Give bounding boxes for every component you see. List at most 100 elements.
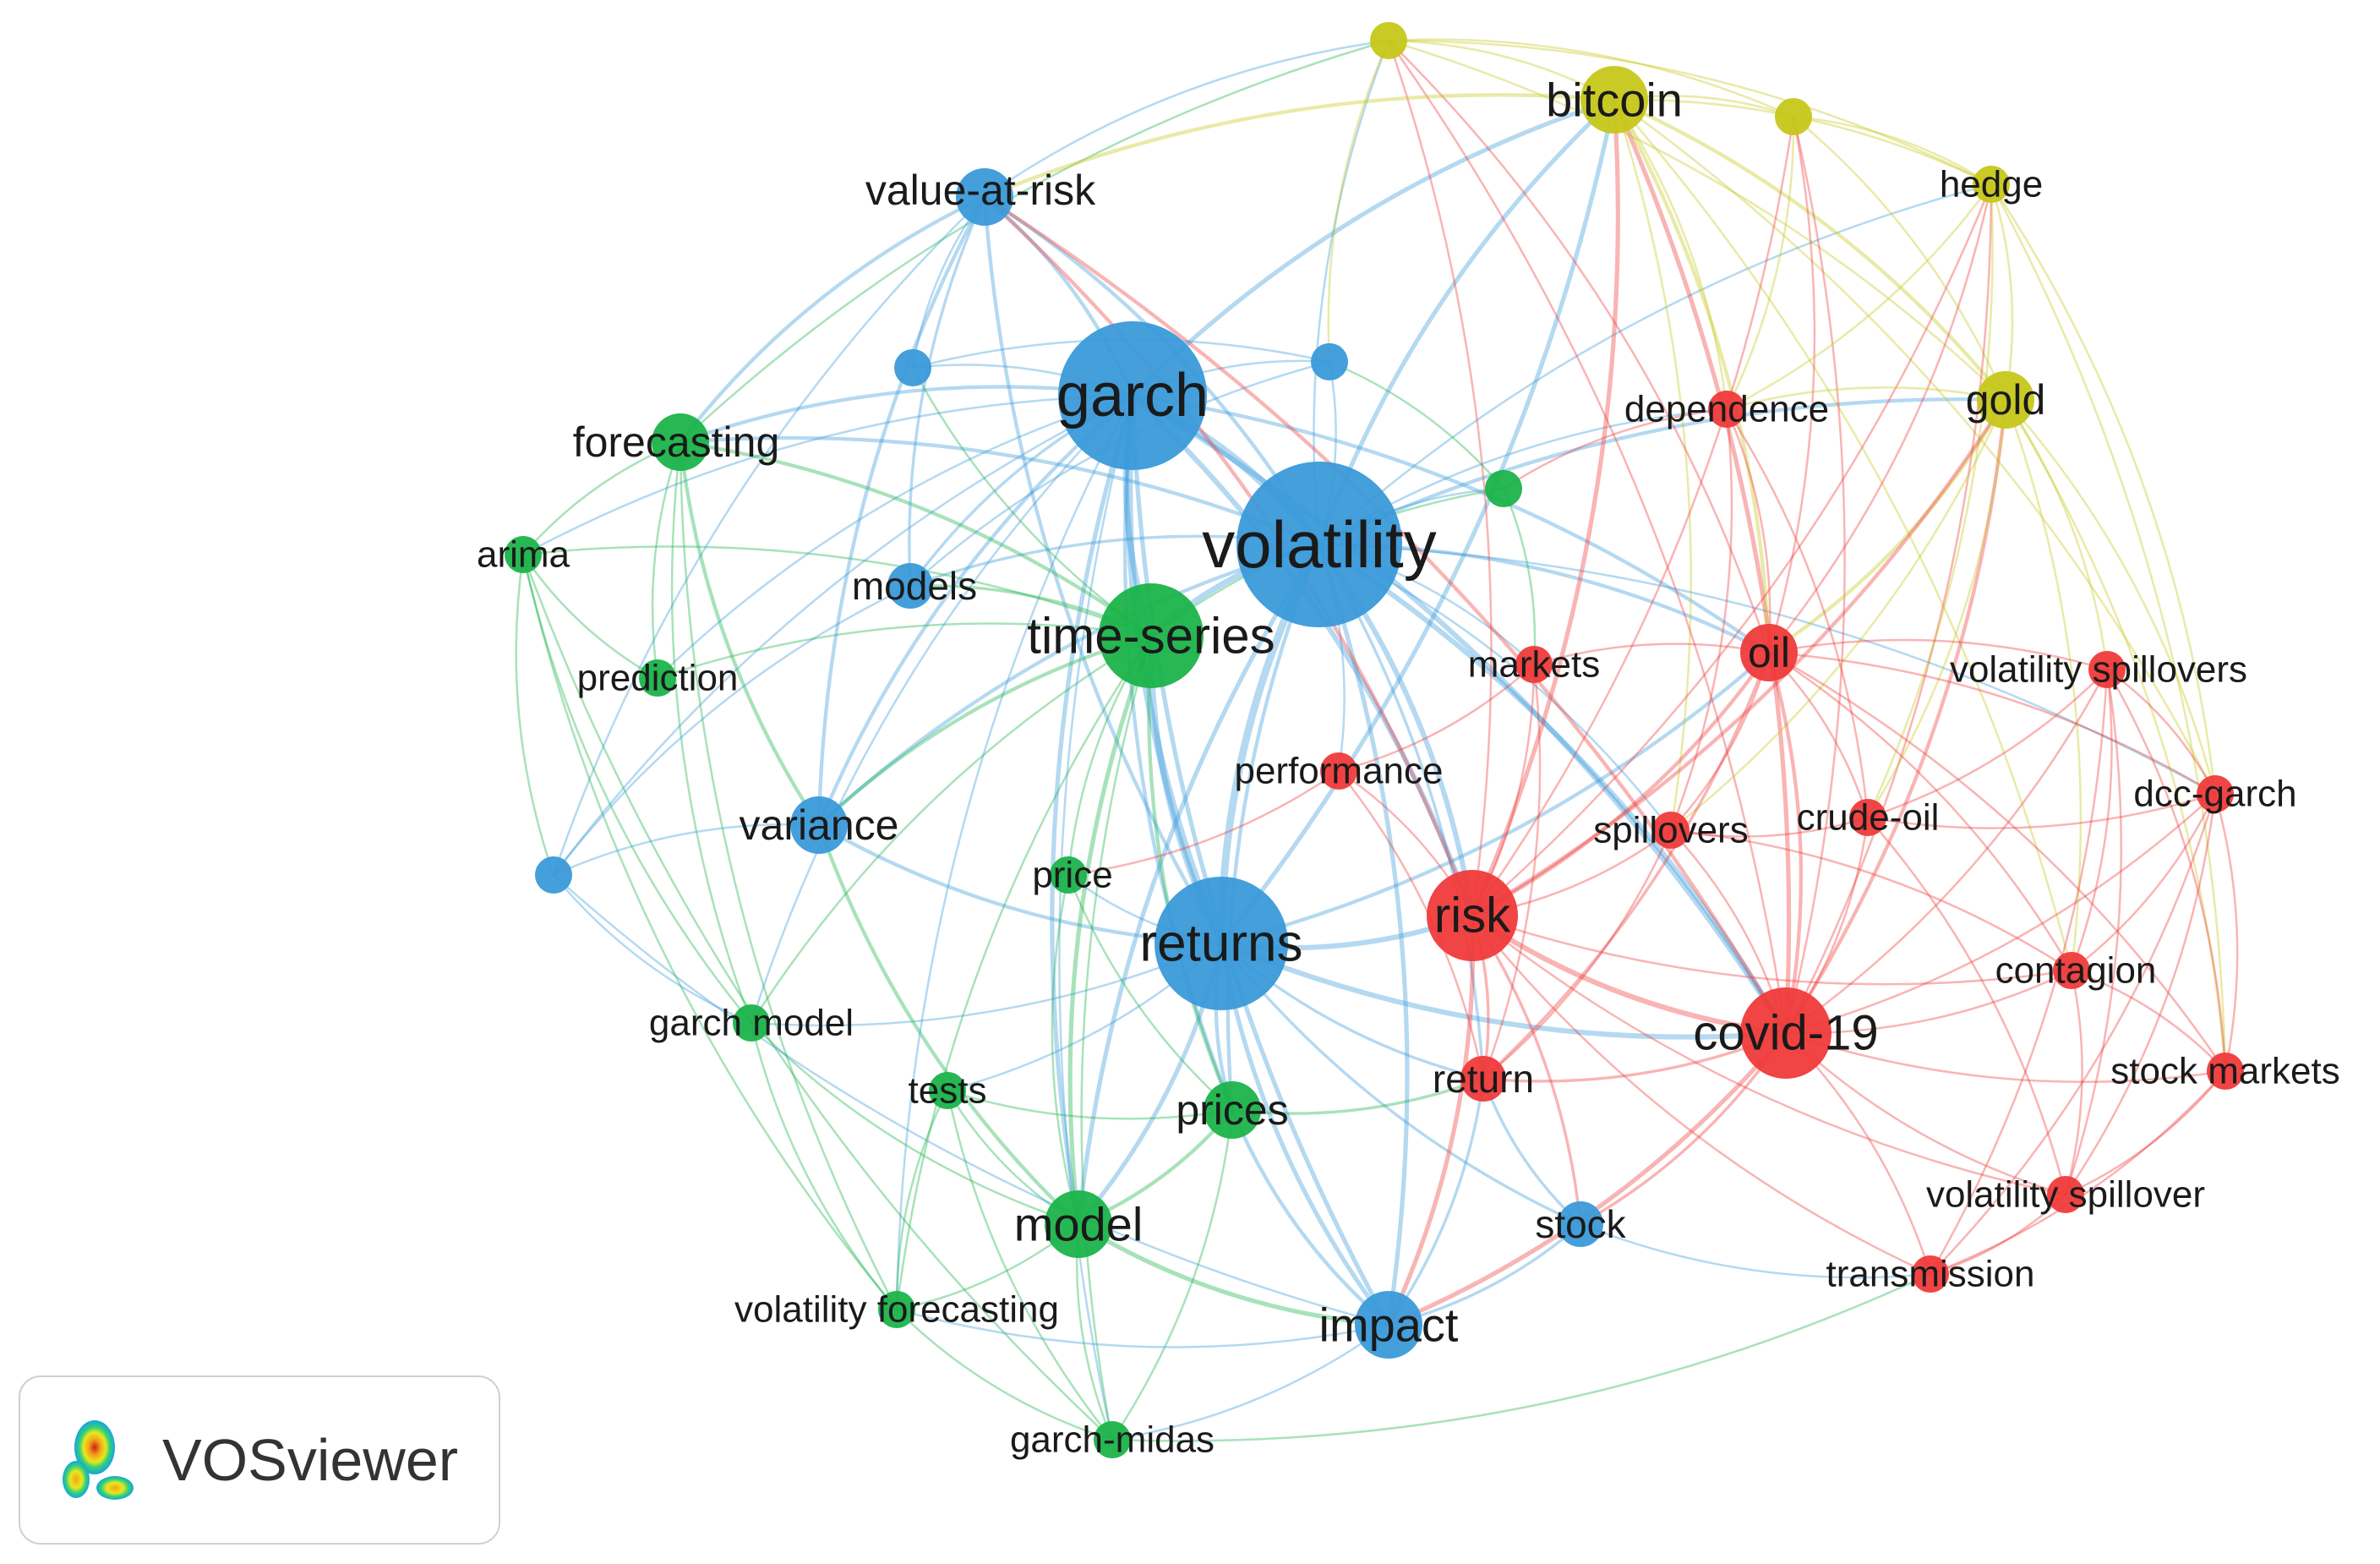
link-n12-n16 bbox=[651, 440, 682, 680]
node-n1[interactable] bbox=[1370, 22, 1407, 59]
node-garch-model[interactable] bbox=[733, 1004, 770, 1042]
node-arima[interactable] bbox=[505, 536, 542, 573]
link-n3-n4 bbox=[1792, 115, 1993, 186]
link-n8-n41 bbox=[895, 394, 1134, 1311]
link-n26-n32 bbox=[552, 873, 753, 1025]
node-bitcoin[interactable] bbox=[1580, 66, 1648, 134]
link-n24-n36 bbox=[1482, 828, 1673, 1080]
node-label-tests: tests bbox=[909, 1070, 987, 1112]
link-n8-n26 bbox=[552, 394, 1134, 877]
node-stock-markets[interactable] bbox=[2207, 1053, 2244, 1090]
link-n1-n19 bbox=[1387, 39, 1771, 654]
link-n5-n22 bbox=[2004, 398, 2217, 796]
node-price[interactable] bbox=[1050, 856, 1087, 894]
link-n1-n12 bbox=[679, 39, 1390, 444]
link-n2-n5 bbox=[1612, 97, 2008, 402]
node-label-spillovers: spillovers bbox=[1593, 810, 1748, 851]
node-spillovers[interactable] bbox=[1652, 812, 1689, 849]
node-volatility-forecasting[interactable] bbox=[878, 1291, 915, 1328]
node-value-at-risk[interactable] bbox=[956, 168, 1013, 226]
node-covid-19[interactable] bbox=[1740, 987, 1831, 1079]
link-n6-n23 bbox=[816, 194, 987, 828]
link-n4-n29 bbox=[1471, 183, 1993, 917]
node-label-crude-oil: crude-oil bbox=[1797, 797, 1940, 839]
node-label-volatility-spillover: volatility spillover bbox=[1926, 1174, 2205, 1216]
link-n37-n25 bbox=[1866, 816, 2067, 1196]
node-risk[interactable] bbox=[1427, 870, 1518, 961]
link-n19-n33 bbox=[1767, 651, 2227, 1073]
node-garch-midas[interactable] bbox=[1094, 1421, 1131, 1458]
node-performance[interactable] bbox=[1320, 752, 1357, 790]
node-dependence[interactable] bbox=[1708, 391, 1745, 428]
link-n5-n24 bbox=[1669, 398, 2007, 832]
node-returns[interactable] bbox=[1155, 877, 1288, 1010]
link-n28-n19 bbox=[1219, 650, 1771, 946]
link-n24-n25 bbox=[1669, 816, 1870, 838]
link-n42-n41 bbox=[895, 1308, 1390, 1348]
link-n35-n42 bbox=[1230, 1107, 1391, 1327]
node-n9[interactable] bbox=[1311, 343, 1348, 380]
node-volatility-spillovers[interactable] bbox=[2088, 651, 2126, 688]
link-n28-n2 bbox=[1219, 97, 1617, 946]
link-n38-n42 bbox=[1076, 1222, 1391, 1327]
vosviewer-logo-icon bbox=[63, 1420, 134, 1500]
node-transmission[interactable] bbox=[1912, 1255, 1949, 1293]
node-volatility[interactable] bbox=[1236, 462, 1402, 627]
link-n1-n9 bbox=[1327, 39, 1390, 364]
link-n2-n29 bbox=[1470, 97, 1620, 918]
node-garch[interactable] bbox=[1058, 321, 1207, 470]
link-n8-n29 bbox=[1129, 392, 1476, 919]
node-prices[interactable] bbox=[1204, 1081, 1261, 1139]
label-layer: bitcoinhedgegoldvalue-at-riskgarchvolati… bbox=[477, 74, 2340, 1461]
node-models[interactable] bbox=[887, 563, 933, 609]
link-n3-n31 bbox=[1784, 115, 1846, 1035]
link-n31-n42 bbox=[1386, 1031, 1788, 1327]
link-n10-n5 bbox=[1317, 397, 2008, 547]
node-variance[interactable] bbox=[790, 796, 848, 854]
link-n19-n36 bbox=[1482, 651, 1771, 1080]
link-n15-n13 bbox=[521, 545, 1153, 637]
link-n8-n23 bbox=[816, 393, 1135, 828]
node-contagion[interactable] bbox=[2053, 952, 2090, 989]
node-impact[interactable] bbox=[1355, 1291, 1422, 1359]
link-n22-n33 bbox=[2214, 792, 2239, 1073]
node-label-return: return bbox=[1433, 1057, 1534, 1101]
node-return[interactable] bbox=[1460, 1056, 1506, 1102]
node-markets[interactable] bbox=[1515, 646, 1553, 683]
link-n33-n37 bbox=[2064, 1069, 2227, 1196]
link-n38-n23 bbox=[816, 823, 1081, 1227]
link-n37-n30 bbox=[2064, 969, 2083, 1196]
node-gold[interactable] bbox=[1977, 371, 2034, 429]
node-n11[interactable] bbox=[1485, 470, 1522, 507]
node-stock[interactable] bbox=[1558, 1201, 1603, 1247]
node-label-model: model bbox=[1014, 1198, 1144, 1251]
link-n26-n14 bbox=[552, 584, 912, 877]
node-forecasting[interactable] bbox=[652, 413, 709, 471]
node-time-series[interactable] bbox=[1099, 583, 1204, 688]
node-n3[interactable] bbox=[1775, 98, 1812, 135]
link-n8-n31 bbox=[1129, 392, 1789, 1036]
node-volatility-spillover[interactable] bbox=[2047, 1176, 2084, 1213]
node-hedge[interactable] bbox=[1973, 166, 2010, 203]
node-label-garch: garch bbox=[1056, 362, 1209, 429]
link-n43-n34 bbox=[946, 1089, 1114, 1441]
node-tests[interactable] bbox=[929, 1072, 966, 1109]
link-n6-n26 bbox=[552, 195, 986, 877]
node-label-contagion: contagion bbox=[1995, 950, 2157, 992]
link-n13-n16 bbox=[521, 553, 659, 680]
node-crude-oil[interactable] bbox=[1849, 799, 1886, 836]
link-n12-n23 bbox=[678, 440, 822, 828]
link-n1-n4 bbox=[1387, 39, 1993, 186]
node-prediction[interactable] bbox=[639, 659, 676, 697]
node-label-dependence: dependence bbox=[1624, 389, 1829, 430]
link-n35-n34 bbox=[946, 1089, 1234, 1120]
node-dcc-garch[interactable] bbox=[2197, 775, 2234, 812]
link-n5-n19 bbox=[1766, 397, 2008, 655]
node-n7[interactable] bbox=[894, 349, 931, 386]
node-n26[interactable] bbox=[535, 856, 572, 894]
node-label-transmission: transmission bbox=[1826, 1254, 2035, 1295]
node-model[interactable] bbox=[1045, 1190, 1112, 1258]
link-n11-n18 bbox=[1502, 487, 1537, 666]
node-oil[interactable] bbox=[1740, 624, 1798, 681]
link-n15-n35 bbox=[1147, 633, 1235, 1113]
